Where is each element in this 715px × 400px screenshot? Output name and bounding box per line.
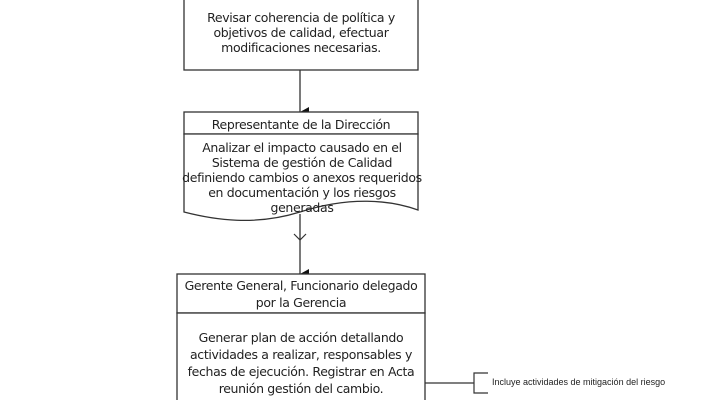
chevron-icon: [293, 233, 307, 241]
step-3-text: Generar plan de acción detallando activi…: [187, 330, 415, 396]
process-box-3-body: [176, 312, 426, 400]
step-1-text: Revisar coherencia de política y objetiv…: [207, 10, 395, 55]
step-2-role: Representante de la Dirección: [211, 117, 391, 132]
process-box-3-header: [176, 273, 426, 314]
document-shape-2: [183, 133, 419, 222]
annotation-bracket: [473, 372, 488, 394]
annotation-text: Incluye actividades de mitigación del ri…: [492, 377, 666, 387]
process-box-1: [183, 0, 419, 71]
step-2-text: Analizar el impacto causado en el Sistem…: [182, 140, 422, 215]
step-3-role: Gerente General, Funcionario delegado po…: [184, 278, 418, 310]
